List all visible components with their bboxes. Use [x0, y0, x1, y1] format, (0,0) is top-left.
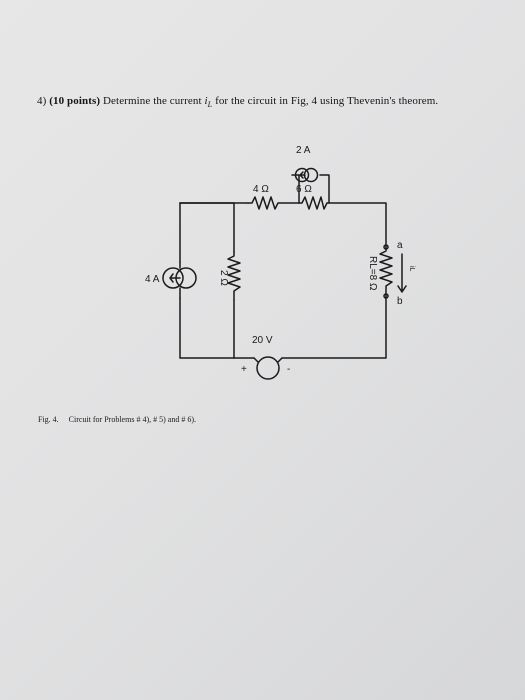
label-terminal-a: a — [397, 240, 403, 251]
figure-caption: Fig. 4. Circuit for Problems # 4), # 5) a… — [38, 415, 196, 424]
resistor-4-ohm — [247, 196, 300, 210]
label-2-ohm: 2 Ω — [218, 270, 229, 286]
load-resistor — [379, 246, 393, 297]
label-4a: 4 A — [145, 274, 160, 285]
caption-label: Fig. 4. — [38, 415, 59, 424]
current-source-4a — [162, 267, 197, 289]
wire-2a-loop — [291, 174, 330, 204]
wire-top-right — [326, 202, 387, 248]
problem-points: (10 points) — [49, 95, 101, 107]
label-load-current: iL — [408, 266, 415, 272]
label-4-ohm: 4 Ω — [253, 184, 269, 195]
problem-statement: 4) (10 points) Determine the current iL … — [37, 95, 438, 109]
label-6-ohm: 6 Ω — [296, 184, 312, 195]
wire-left-lower — [179, 297, 255, 359]
label-2a: 2 A — [296, 145, 311, 156]
wire-rail-top — [179, 202, 235, 253]
caption-text: Circuit for Problems # 4), # 5) and # 6)… — [68, 415, 196, 424]
problem-number: 4) — [37, 95, 47, 107]
resistor-6-ohm — [298, 196, 328, 210]
resistor-2-ohm — [227, 251, 241, 301]
current-variable: iL — [204, 95, 213, 110]
label-load-resistor: RL=8 Ω — [367, 256, 378, 291]
label-terminal-b: b — [397, 296, 403, 307]
label-20v: 20 V — [252, 335, 273, 346]
problem-text-after: for the circuit in Fig, 4 using Thevenin… — [215, 95, 439, 107]
problem-text-before: Determine the current — [103, 95, 202, 107]
wire-right-lower — [281, 295, 387, 359]
current-source-2a — [294, 167, 319, 183]
load-current-arrow — [397, 253, 407, 293]
label-minus: - — [287, 364, 290, 375]
label-plus: + — [241, 364, 247, 375]
voltage-source-20v — [256, 356, 280, 380]
